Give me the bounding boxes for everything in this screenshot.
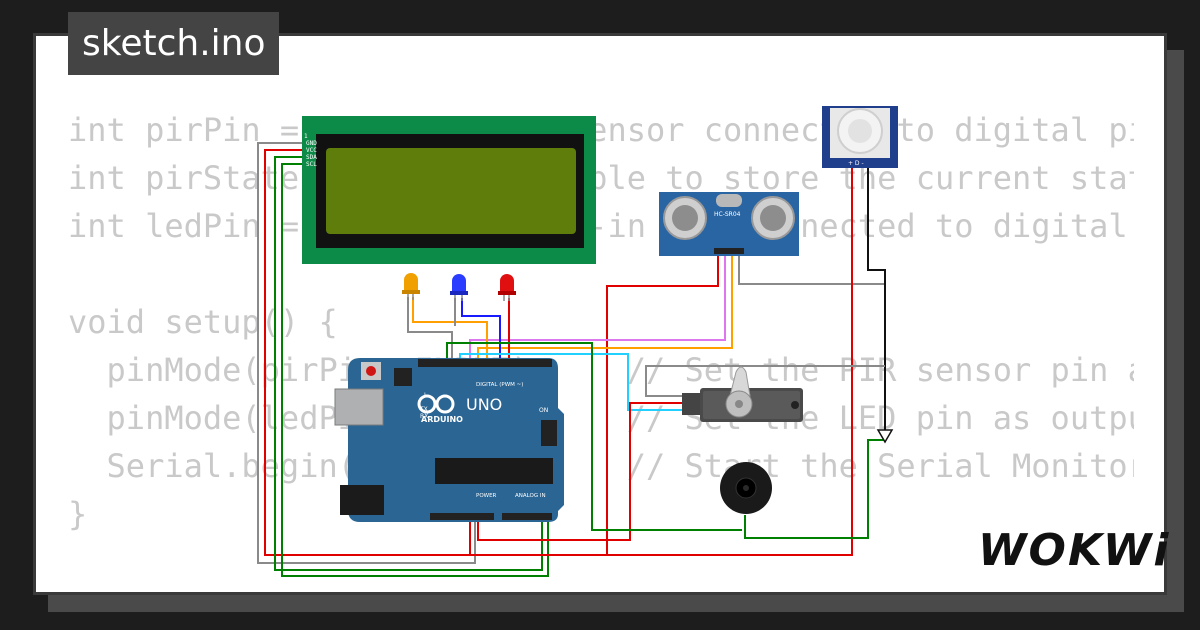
sonar-pin-header bbox=[714, 248, 744, 254]
lcd-pin-label: 1 bbox=[304, 133, 308, 140]
code-line: void loop() { bbox=[68, 586, 1134, 592]
wire-lcd-sda bbox=[274, 156, 543, 571]
wire-lcd-vcc bbox=[264, 149, 471, 556]
code-line: void setup() { bbox=[68, 303, 338, 341]
icsp-header bbox=[394, 368, 412, 386]
wire-servo-gnd bbox=[645, 365, 885, 397]
wire-pir-out bbox=[867, 165, 886, 430]
board-model: UNO bbox=[466, 395, 502, 414]
wire-lcd-scl bbox=[281, 163, 549, 577]
servo-horn bbox=[729, 366, 751, 397]
wire-pir-vcc bbox=[607, 165, 853, 556]
wire-servo-vcc bbox=[477, 402, 682, 541]
wokwi-logo: WOKWi bbox=[978, 525, 1171, 576]
board-brand: ARDUINO bbox=[421, 415, 463, 424]
l-led-label: L bbox=[424, 392, 428, 399]
analog-header bbox=[502, 513, 552, 520]
led-red[interactable] bbox=[498, 274, 516, 301]
power-header-label: POWER bbox=[476, 493, 497, 499]
wire-led-ground bbox=[407, 297, 453, 360]
lcd-pin-label: SCL bbox=[306, 161, 317, 168]
atmega-chip bbox=[435, 458, 553, 484]
pir-pins-label: + D - bbox=[848, 160, 864, 167]
wires bbox=[257, 142, 886, 577]
wire-lcd-gnd bbox=[257, 142, 476, 564]
reset-cap bbox=[366, 366, 376, 376]
digital-header-label: DIGITAL (PWM ~) bbox=[476, 382, 523, 388]
wire-led-blue bbox=[461, 298, 501, 360]
rx-label: RX bbox=[420, 413, 428, 420]
ultrasonic-sensor[interactable]: HC-SR04 bbox=[659, 192, 799, 256]
on-led-label: ON bbox=[539, 407, 548, 414]
ground-symbol-icon bbox=[876, 429, 894, 444]
piezo-buzzer[interactable] bbox=[720, 462, 772, 514]
usb-port bbox=[334, 388, 384, 426]
icsp-header-2 bbox=[541, 420, 557, 446]
servo-connector bbox=[682, 393, 700, 415]
wire-led-yellow bbox=[412, 297, 488, 360]
sonar-crystal bbox=[716, 194, 742, 207]
digital-header bbox=[418, 359, 552, 367]
led-blue[interactable] bbox=[450, 274, 468, 301]
lcd-pin-label: SDA bbox=[306, 154, 317, 161]
arduino-logo-icon bbox=[417, 394, 455, 414]
led-yellow[interactable] bbox=[402, 273, 420, 300]
lcd-pin-label: VCC bbox=[306, 147, 317, 154]
analog-header-label: ANALOG IN bbox=[515, 493, 546, 499]
wire-sonar-gnd bbox=[738, 253, 885, 285]
servo-motor[interactable] bbox=[682, 366, 803, 422]
code-line: } bbox=[68, 495, 88, 533]
lcd-pin-labels: 1 GND VCC SDA SCL bbox=[304, 133, 317, 168]
wire-green-loop bbox=[591, 360, 742, 531]
tx-label: TX bbox=[419, 406, 428, 413]
sketch-title: sketch.ino bbox=[68, 12, 280, 75]
wire-buzzer bbox=[744, 439, 884, 539]
wire-servo-signal bbox=[459, 353, 682, 411]
pir-sensor[interactable]: + D - bbox=[822, 106, 898, 168]
sonar-model-label: HC-SR04 bbox=[714, 211, 741, 218]
wire-sonar-trig bbox=[469, 253, 726, 360]
arduino-uno[interactable]: UNO ARDUINO DIGITAL (PWM ~) POWER ANALOG… bbox=[334, 358, 564, 522]
lcd-pin-label: GND bbox=[306, 140, 317, 147]
power-jack bbox=[340, 485, 384, 515]
wire-sonar-vcc bbox=[470, 253, 719, 556]
lcd-screen bbox=[326, 148, 576, 234]
lcd-display[interactable]: 1 GND VCC SDA SCL bbox=[302, 116, 596, 264]
power-header bbox=[430, 513, 494, 520]
wire-green-pin bbox=[446, 342, 593, 360]
